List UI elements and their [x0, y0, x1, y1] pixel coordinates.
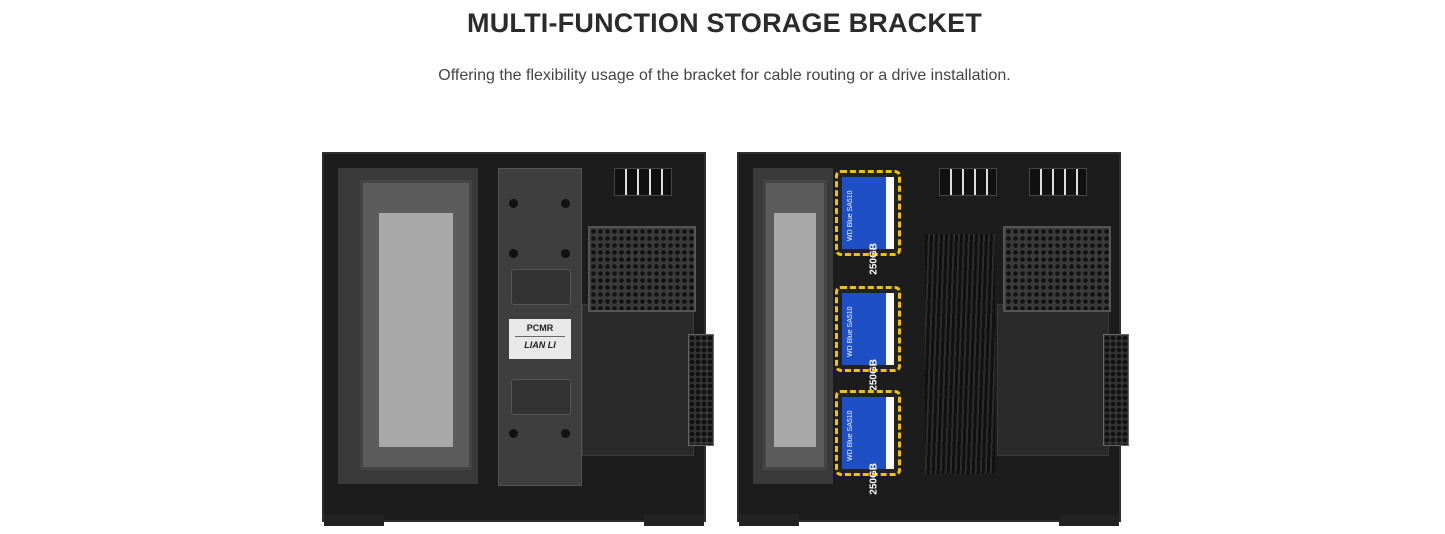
cables	[925, 234, 995, 474]
badge-pcmr: PCMR	[515, 319, 565, 337]
side-cage	[688, 334, 714, 446]
ssd-drive: WD Blue SA510 250GB	[835, 390, 901, 495]
ssd-capacity: 250GB	[869, 463, 880, 495]
fan-slot	[614, 168, 672, 196]
badge-lian-li: LIAN LI	[524, 340, 556, 350]
pcmr-lian-li-badge: PCMR LIAN LI	[509, 319, 571, 359]
ssd-label: WD Blue SA510	[847, 306, 854, 357]
gpu-bracket	[360, 180, 472, 470]
gpu-bracket	[763, 180, 827, 470]
mesh-panel	[1003, 226, 1111, 312]
section-title: MULTI-FUNCTION STORAGE BRACKET	[467, 8, 982, 38]
ssd-drive: WD Blue SA510 250GB	[835, 170, 901, 275]
ssd-label: WD Blue SA510	[847, 190, 854, 241]
side-cage	[1103, 334, 1129, 446]
mesh-panel	[588, 226, 696, 312]
case-image-drive-installation: WD Blue SA510 250GB WD Blue SA510 250GB WD…	[737, 152, 1129, 526]
ssd-capacity: 250GB	[869, 359, 880, 391]
motherboard-tray	[582, 304, 694, 456]
case-image-cable-routing: PCMR LIAN LI	[322, 152, 714, 526]
ssd-capacity: 250GB	[869, 243, 880, 275]
motherboard-tray	[997, 304, 1109, 456]
fan-slot	[939, 168, 997, 196]
section-subtitle: Offering the flexibility usage of the br…	[438, 67, 1011, 84]
ssd-label: WD Blue SA510	[847, 410, 854, 461]
fan-slot	[1029, 168, 1087, 196]
storage-bracket: PCMR LIAN LI	[498, 168, 582, 486]
ssd-drive: WD Blue SA510 250GB	[835, 286, 901, 391]
